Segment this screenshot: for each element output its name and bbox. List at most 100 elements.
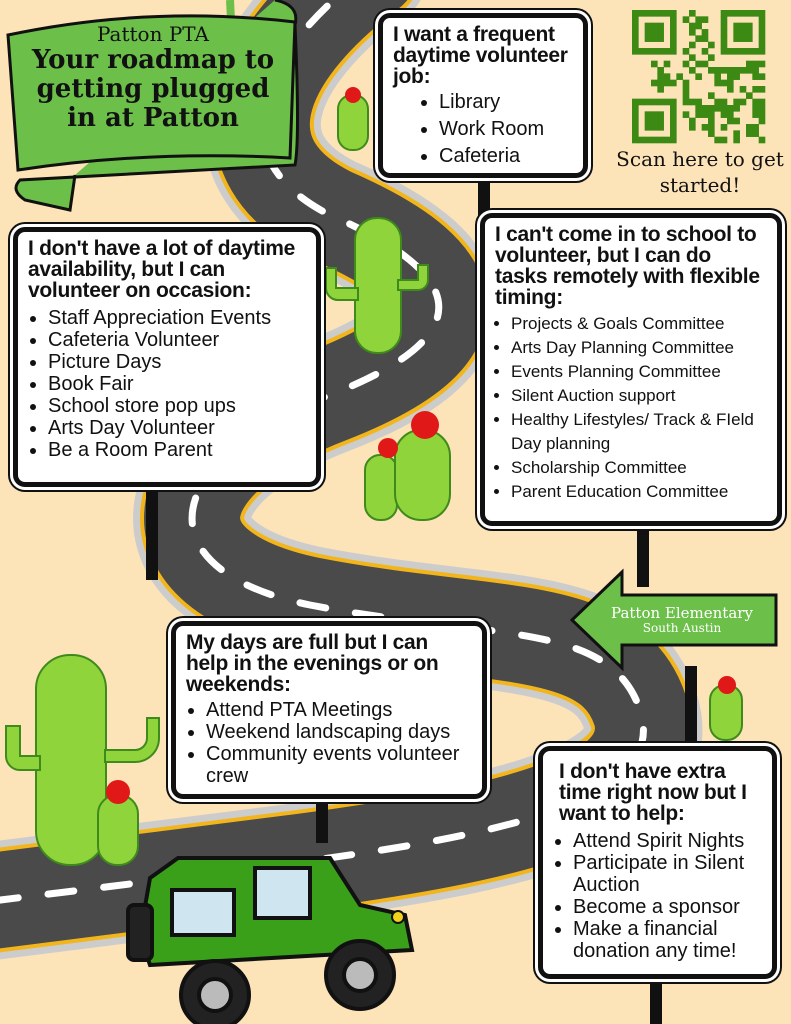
- qr-module: [733, 98, 740, 106]
- qr-module: [670, 16, 677, 23]
- qr-module: [632, 16, 639, 23]
- qr-module: [632, 111, 639, 118]
- banner-subtitle: Patton PTA: [97, 22, 209, 46]
- qr-module: [689, 67, 696, 74]
- qr-module: [632, 117, 639, 125]
- qr-module: [644, 124, 652, 131]
- qr-module: [657, 86, 664, 93]
- qr-module: [758, 73, 766, 80]
- qr-module: [720, 124, 728, 131]
- qr-module: [670, 22, 677, 30]
- qr-module: [682, 60, 690, 68]
- qr-module: [670, 105, 677, 112]
- qr-module: [651, 124, 658, 131]
- qr-module: [663, 60, 671, 68]
- qr-module: [682, 79, 690, 87]
- qr-module: [670, 130, 677, 137]
- qr-module: [682, 16, 690, 23]
- qr-module: [701, 124, 709, 131]
- qr-module: [758, 29, 766, 36]
- qr-module: [632, 136, 639, 144]
- qr-module: [695, 111, 702, 118]
- list-item: Silent Auction support: [511, 384, 767, 408]
- qr-module: [746, 67, 753, 74]
- qr-module: [758, 98, 766, 106]
- sign-occasional: I don't have a lot of daytime availabili…: [13, 227, 321, 487]
- qr-module: [720, 10, 728, 17]
- qr-module: [670, 136, 677, 144]
- qr-module: [733, 35, 740, 42]
- qr-module: [689, 41, 696, 49]
- sign-heading: My days are full but I can help in the e…: [186, 631, 439, 696]
- qr-module: [739, 67, 747, 74]
- qr-module: [695, 16, 702, 23]
- qr-module: [663, 48, 671, 55]
- qr-module: [670, 29, 677, 36]
- qr-module: [644, 22, 652, 30]
- qr-module: [657, 136, 664, 144]
- qr-module: [746, 29, 753, 36]
- qr-module: [695, 98, 702, 106]
- qr-module: [695, 60, 702, 68]
- qr-module: [720, 67, 728, 74]
- qr-module: [651, 29, 658, 36]
- list-item: Attend PTA Meetings: [206, 699, 472, 721]
- qr-module: [714, 136, 721, 144]
- qr-module: [714, 79, 721, 87]
- qr-module: [720, 105, 728, 112]
- qr-module: [682, 92, 690, 99]
- qr-module: [752, 124, 759, 131]
- qr-module: [758, 105, 766, 112]
- qr-module: [695, 73, 702, 80]
- qr-module: [682, 98, 690, 106]
- qr-module: [651, 10, 658, 17]
- qr-module: [708, 124, 715, 131]
- qr-module: [638, 98, 645, 106]
- qr-module: [720, 35, 728, 42]
- qr-module: [727, 86, 734, 93]
- arrow-sign-text: Patton Elementary South Austin: [592, 605, 772, 635]
- qr-module: [657, 67, 664, 74]
- sign-remote: I can't come in to school to volunteer, …: [480, 213, 782, 526]
- qr-module: [651, 111, 658, 118]
- qr-module: [689, 10, 696, 17]
- qr-module: [632, 41, 639, 49]
- qr-module: [714, 98, 721, 106]
- qr-module: [670, 111, 677, 118]
- qr-module: [727, 105, 734, 112]
- qr-module: [689, 29, 696, 36]
- qr-module: [708, 105, 715, 112]
- qr-module: [651, 60, 658, 68]
- qr-module: [739, 35, 747, 42]
- qr-module: [695, 22, 702, 30]
- sign-post: [478, 176, 490, 216]
- qr-module: [752, 86, 759, 93]
- list-item: Participate in Silent Auction: [573, 852, 762, 896]
- qr-module: [746, 10, 753, 17]
- qr-module: [632, 48, 639, 55]
- sign-heading: I don't have extra time right now but I …: [559, 760, 747, 825]
- list-item: Staff Appreciation Events: [48, 307, 306, 329]
- qr-module: [670, 10, 677, 17]
- qr-caption: Scan here to get started!: [616, 147, 784, 197]
- list-item: Healthy Lifestyles/ Track & FIeld Day pl…: [511, 408, 767, 456]
- jeep-icon: [126, 856, 415, 1024]
- qr-module: [733, 136, 740, 144]
- qr-module: [657, 35, 664, 42]
- qr-module: [644, 136, 652, 144]
- qr-module: [708, 67, 715, 74]
- qr-module: [670, 117, 677, 125]
- qr-module: [752, 111, 759, 118]
- qr-module: [752, 130, 759, 137]
- qr-module: [746, 130, 753, 137]
- qr-module: [651, 136, 658, 144]
- qr-module: [758, 86, 766, 93]
- qr-module: [758, 35, 766, 42]
- qr-module: [739, 22, 747, 30]
- qr-module: [758, 117, 766, 125]
- qr-module: [670, 98, 677, 106]
- qr-module: [644, 10, 652, 17]
- qr-module: [739, 10, 747, 17]
- qr-module: [720, 41, 728, 49]
- qr-code-icon: [632, 10, 766, 144]
